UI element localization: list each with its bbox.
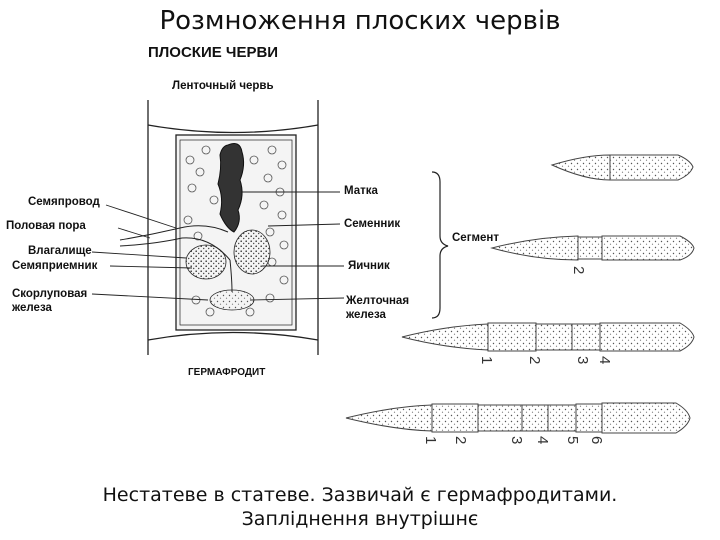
label-semyaprovod: Семяпровод: [28, 196, 100, 208]
worm-number: 1: [478, 356, 495, 364]
worm-number: 1: [422, 436, 439, 444]
caption-line-1: Нестатеве в статеве. Зазвичай є гермафро…: [102, 484, 618, 506]
worm-number: 5: [564, 436, 581, 444]
worm-stage-1: [550, 154, 694, 181]
worm-number: 2: [452, 436, 469, 444]
label-skorlupovaya-2: железа: [12, 302, 52, 314]
vitelline-gland: [209, 289, 255, 311]
label-zheltochnaya: Желточная: [346, 295, 410, 307]
slide-title: Розмноження плоских червів: [159, 6, 561, 36]
worm-number: 2: [526, 356, 543, 364]
worm-stage-4: [345, 402, 691, 434]
label-yaichnik: Яичник: [348, 260, 390, 272]
worm-number: 3: [574, 356, 591, 364]
worm-number: 6: [588, 436, 605, 444]
ovary: [185, 244, 227, 280]
footer-label: ГЕРМАФРОДИТ: [188, 367, 266, 378]
worm-stage-3: [401, 322, 695, 352]
worm-stage-2: [490, 235, 695, 261]
caption-line-2: Запліднення внутрішнє: [241, 508, 479, 530]
label-segment: Сегмент: [452, 232, 499, 244]
worm-number: 3: [508, 436, 525, 444]
label-matka: Матка: [344, 185, 378, 197]
uterus: [217, 143, 245, 233]
worm-number: 2: [570, 266, 587, 274]
figure-subheader: Ленточный червь: [172, 80, 274, 92]
worm-number: 4: [534, 436, 551, 444]
label-semyapriemnik: Семяприемник: [12, 260, 98, 272]
label-semennik: Семенник: [344, 218, 401, 230]
worm-number: 4: [596, 356, 613, 364]
segment-bracket: [431, 171, 449, 319]
label-polovaya-pora: Половая пора: [6, 220, 86, 232]
label-zheltochnaya-2: железа: [346, 309, 386, 321]
figure-header: ПЛОСКИЕ ЧЕРВИ: [148, 44, 279, 61]
label-vlagalishche: Влагалище: [28, 245, 92, 257]
label-skorlupovaya: Скорлуповая: [12, 288, 88, 300]
